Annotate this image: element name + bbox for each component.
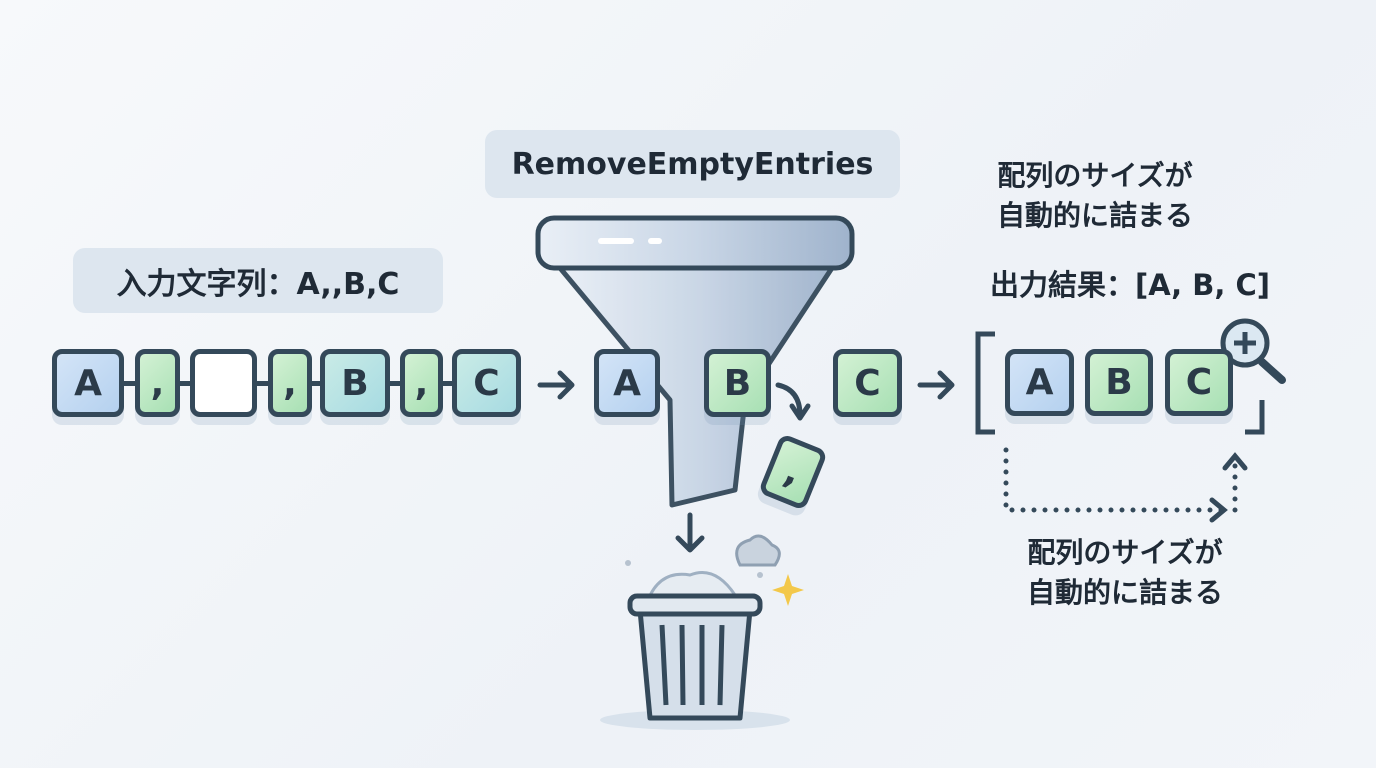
note-bottom: 配列のサイズが自動的に詰まる <box>990 533 1260 613</box>
output-token: B <box>1085 349 1153 416</box>
note-bottom-line: 自動的に詰まる <box>1026 576 1223 609</box>
output-bracket <box>975 331 1265 435</box>
note-top: 配列のサイズが自動的に詰まる <box>960 156 1230 236</box>
input-token: , <box>400 349 443 417</box>
filter-label: RemoveEmptyEntries <box>485 130 900 198</box>
middle-token: B <box>704 349 771 417</box>
output-token: A <box>1005 349 1074 416</box>
note-top-line: 配列のサイズが <box>997 159 1193 192</box>
input-token-empty <box>190 349 257 417</box>
input-label: 入力文字列：A,,B,C <box>73 248 443 313</box>
input-token: , <box>268 349 312 417</box>
note-bottom-line: 配列のサイズが <box>1027 536 1223 569</box>
input-token: B <box>320 349 390 417</box>
arrow-icon <box>537 370 955 553</box>
dotted-arrow-icon <box>1003 447 1238 513</box>
magnifier-plus-icon <box>1220 318 1286 384</box>
note-top-line: 自動的に詰まる <box>996 199 1193 232</box>
middle-token: C <box>833 349 902 417</box>
middle-token: A <box>594 349 660 417</box>
input-token: A <box>52 349 124 417</box>
output-token: C <box>1165 349 1233 416</box>
input-token: , <box>135 349 180 417</box>
input-token: C <box>452 349 521 417</box>
output-label: 出力結果：[A, B, C] <box>989 268 1271 302</box>
trash-can-icon <box>600 534 804 730</box>
funnel-icon <box>535 215 855 508</box>
